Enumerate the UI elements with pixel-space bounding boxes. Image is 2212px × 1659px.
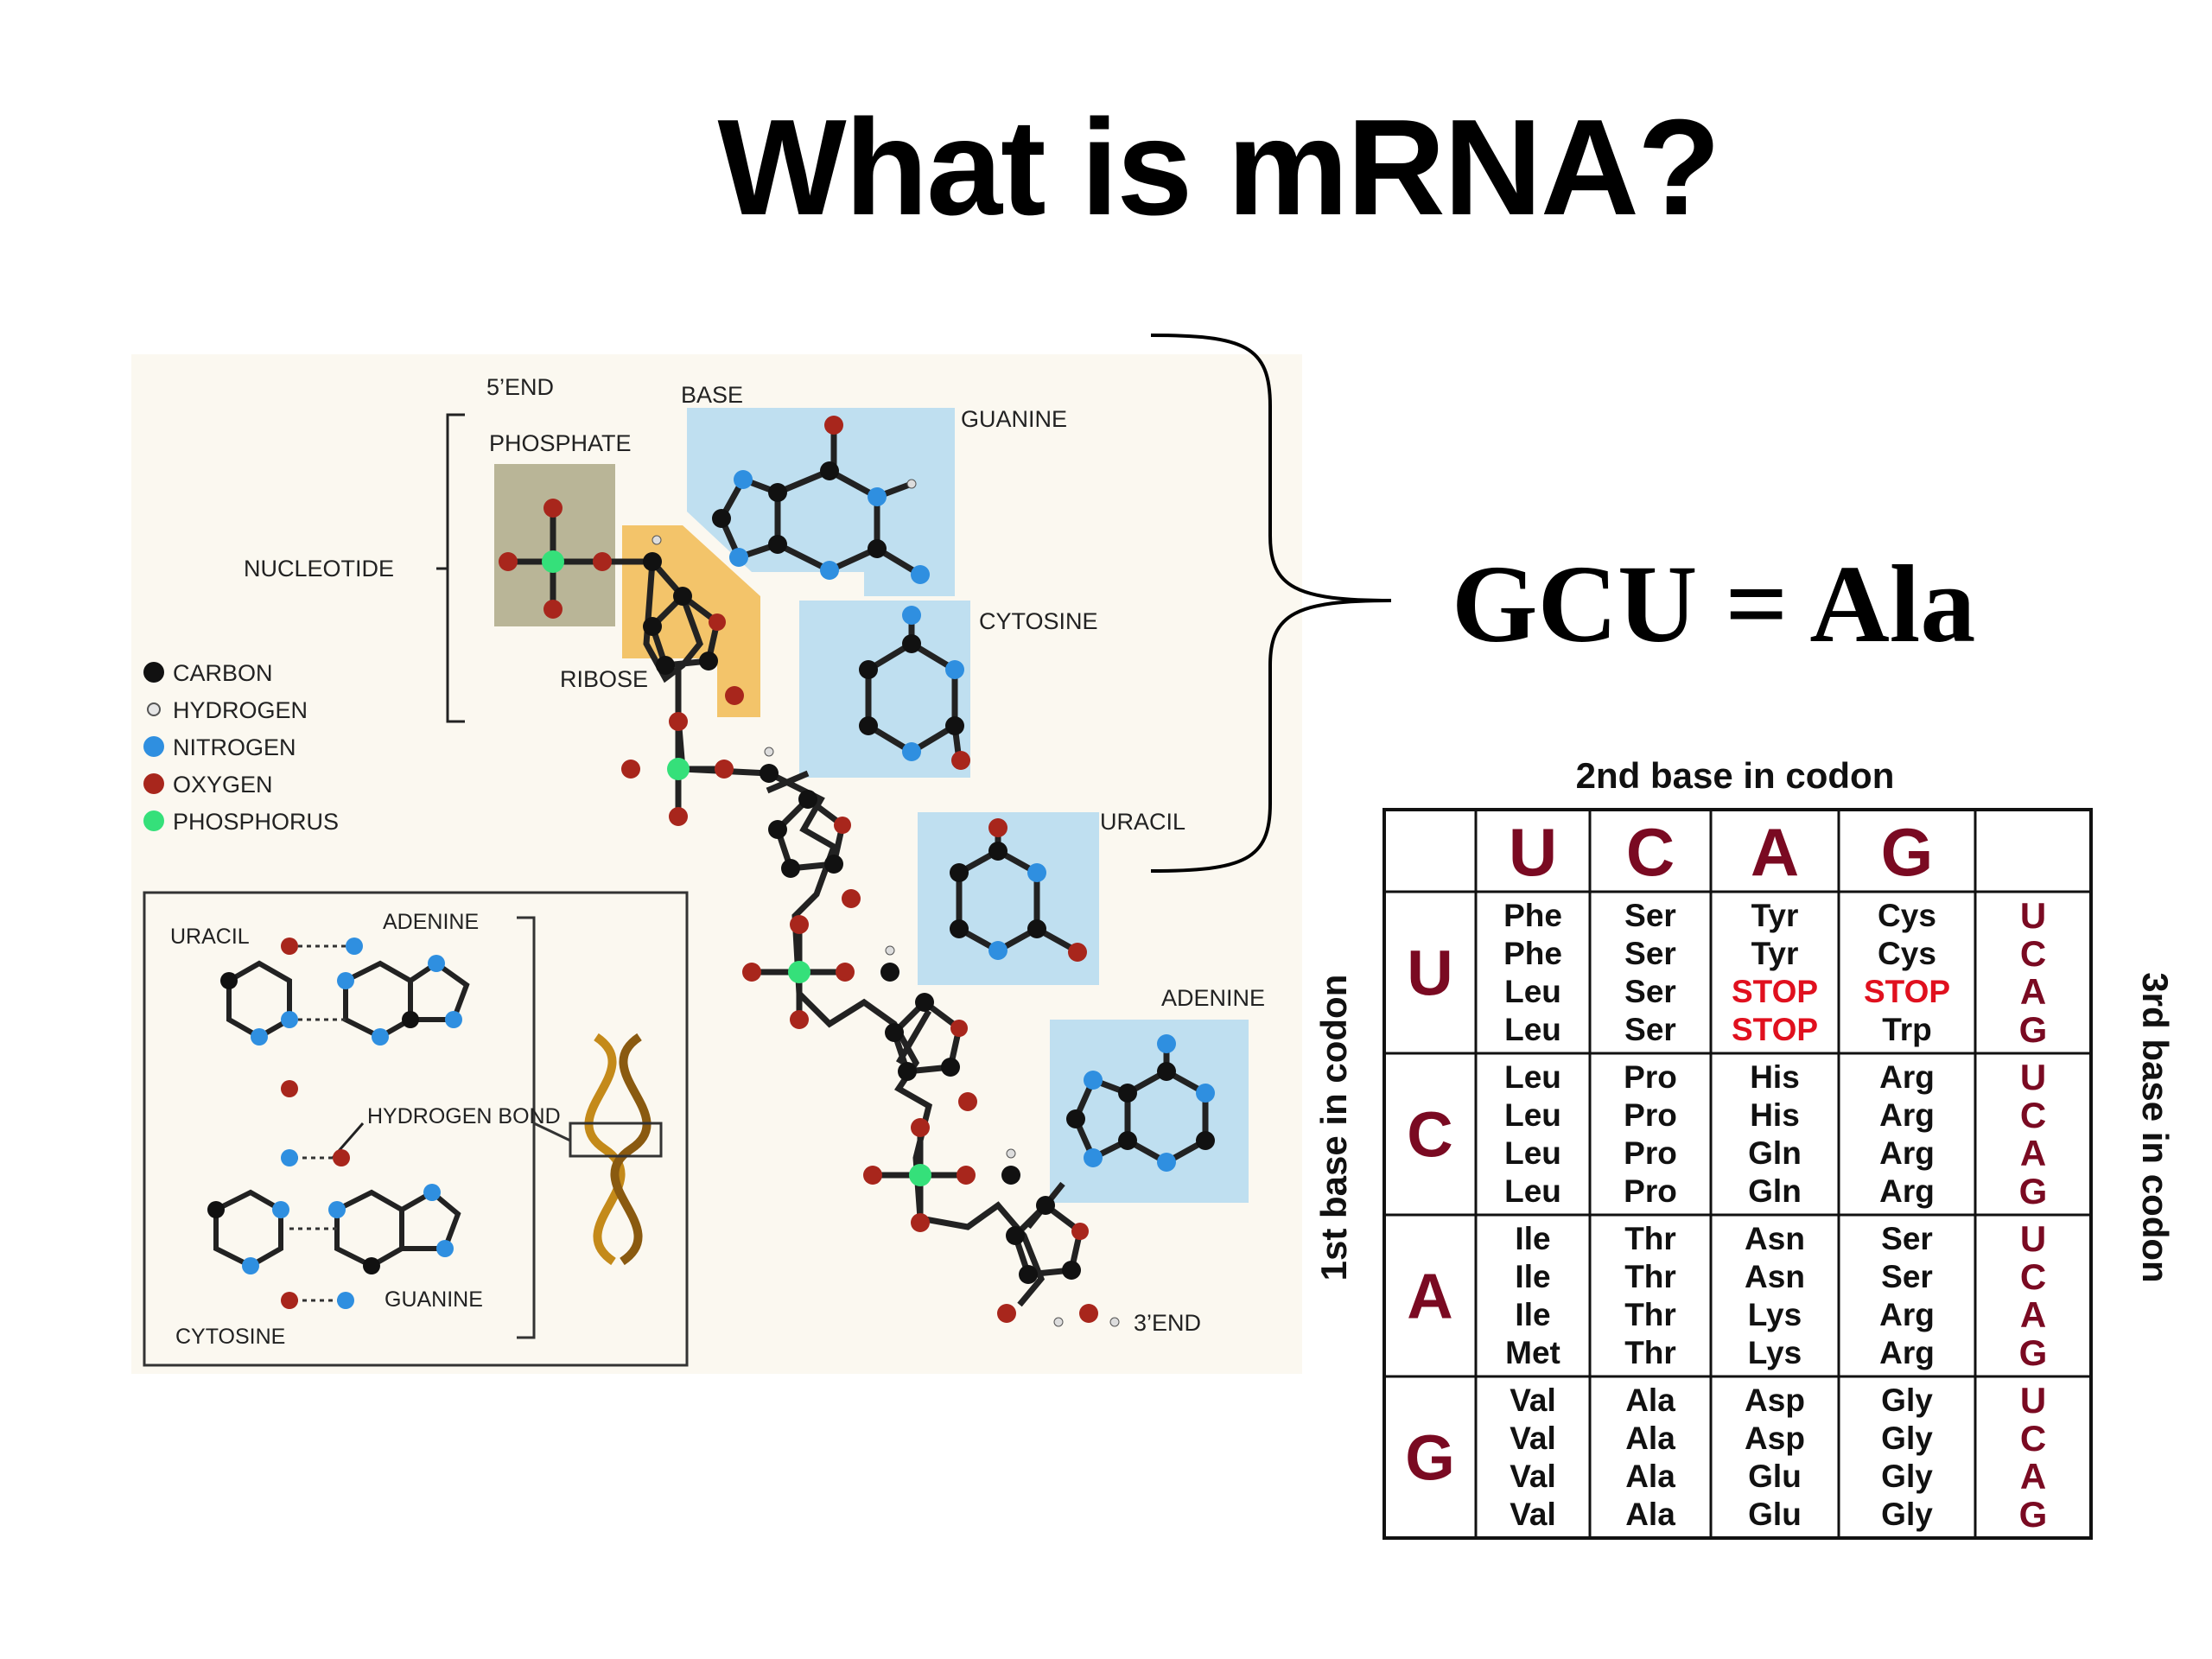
legend-dot-carbon bbox=[143, 662, 164, 683]
adenine-box bbox=[1050, 1020, 1249, 1203]
inset-label-hydrogen-bond: HYDROGEN BOND bbox=[367, 1104, 561, 1128]
adenine-structure bbox=[1066, 1034, 1215, 1172]
atom-legend: CARBON HYDROGEN NITROGEN OXYGEN PHOSPHOR… bbox=[143, 660, 339, 835]
legend-label-phosphorus: PHOSPHORUS bbox=[173, 809, 339, 835]
label-phosphate: PHOSPHATE bbox=[489, 430, 632, 456]
label-adenine: ADENINE bbox=[1161, 985, 1265, 1011]
inset-label-adenine: ADENINE bbox=[383, 910, 479, 934]
cytosine-structure bbox=[859, 606, 970, 770]
phosphate-group-4 bbox=[863, 1118, 976, 1232]
phosphate-group-2 bbox=[621, 712, 734, 826]
ribose-atoms bbox=[643, 535, 1120, 1327]
label-three-end: 3’END bbox=[1134, 1310, 1201, 1336]
label-base: BASE bbox=[681, 382, 743, 408]
phosphate-group-1 bbox=[499, 499, 612, 619]
inset-label-uracil: URACIL bbox=[170, 925, 250, 949]
label-guanine: GUANINE bbox=[961, 406, 1067, 432]
uracil-structure bbox=[950, 818, 1087, 962]
legend-label-nitrogen: NITROGEN bbox=[173, 734, 296, 760]
curly-brace bbox=[1150, 334, 1392, 873]
legend-dot-phosphorus bbox=[143, 810, 164, 831]
inset-label-cytosine: CYTOSINE bbox=[175, 1325, 285, 1349]
legend-dot-oxygen bbox=[143, 773, 164, 794]
label-uracil: URACIL bbox=[1100, 809, 1185, 835]
page-title: What is mRNA? bbox=[717, 92, 1721, 244]
label-five-end: 5’END bbox=[486, 374, 554, 400]
dna-helix-icon bbox=[533, 1033, 663, 1266]
guanine-structure bbox=[712, 416, 930, 584]
label-nucleotide: NUCLEOTIDE bbox=[244, 556, 394, 582]
legend-label-oxygen: OXYGEN bbox=[173, 772, 273, 798]
inset-label-guanine: GUANINE bbox=[385, 1287, 483, 1312]
label-ribose: RIBOSE bbox=[560, 666, 648, 692]
nucleotide-bracket bbox=[436, 413, 465, 723]
legend-dot-hydrogen bbox=[147, 702, 161, 716]
legend-dot-nitrogen bbox=[143, 736, 164, 757]
base-pairing-inset: URACIL ADENINE HYDROGEN BOND CYTOSINE GU… bbox=[143, 891, 689, 1367]
phosphate-group-3 bbox=[742, 915, 855, 1029]
uracil-box bbox=[918, 812, 1099, 985]
legend-label-hydrogen: HYDROGEN bbox=[173, 697, 308, 723]
label-cytosine: CYTOSINE bbox=[979, 608, 1098, 634]
legend-label-carbon: CARBON bbox=[173, 660, 273, 686]
codon-equation: GCU = Ala bbox=[1452, 543, 1976, 665]
cytosine-box bbox=[799, 601, 970, 778]
